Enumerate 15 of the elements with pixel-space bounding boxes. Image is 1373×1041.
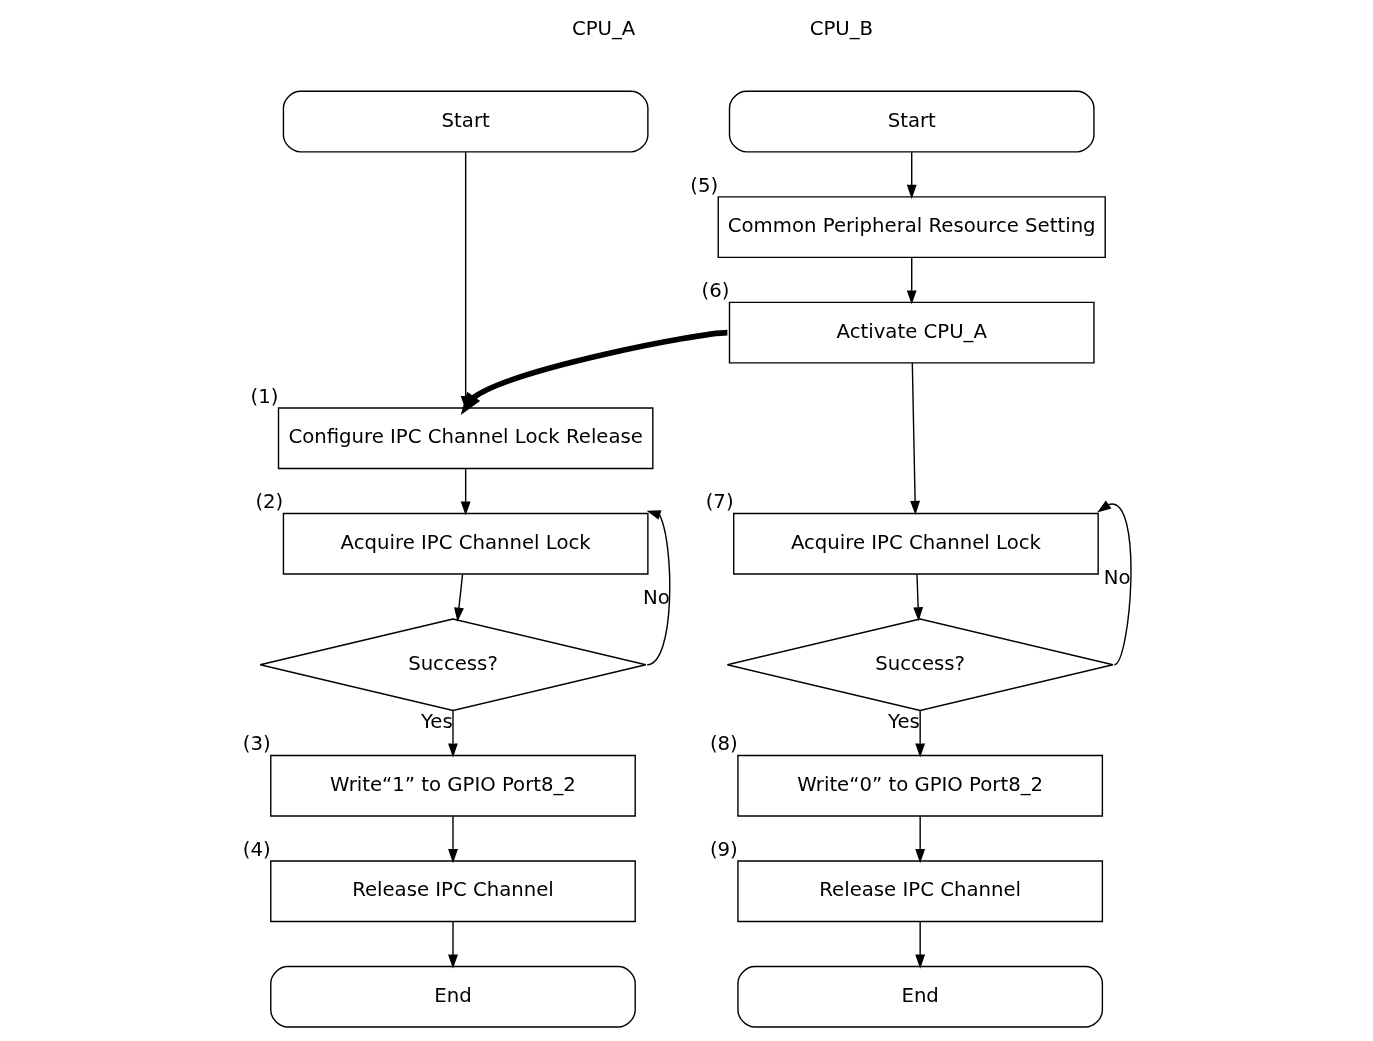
node-label: (3) [242, 732, 271, 756]
edge-label: No [1103, 565, 1131, 589]
edge-label: No [642, 586, 670, 610]
node-label: (2) [254, 490, 283, 514]
node-label: (4) [242, 837, 271, 861]
edge-label: Yes [420, 709, 453, 733]
node-label: (6) [700, 279, 729, 303]
node-label: (7) [705, 490, 734, 514]
label: CPU_A [571, 17, 635, 41]
node-label: (9) [709, 837, 738, 861]
node-label: (1) [249, 384, 278, 408]
node-label: (8) [709, 732, 738, 756]
edge-label: Yes [887, 709, 920, 733]
node-label: (5) [689, 173, 718, 197]
label: CPU_B [809, 17, 873, 41]
